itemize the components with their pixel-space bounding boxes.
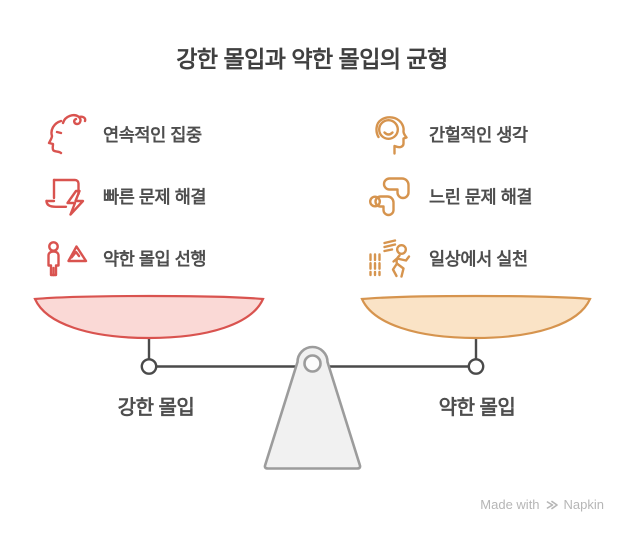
- list-item-label: 연속적인 집중: [103, 124, 202, 145]
- watermark-made-with-text: Made with: [480, 497, 540, 512]
- right-feature-list: 간헐적인 생각 느린 문제 해결: [366, 110, 533, 282]
- list-item: 일상에서 실천: [366, 234, 532, 282]
- list-item-label: 일상에서 실천: [429, 248, 528, 269]
- list-item: 연속적인 집중: [40, 110, 206, 158]
- watermark-brand-text: Napkin: [563, 497, 604, 512]
- list-item: 느린 문제 해결: [366, 172, 533, 220]
- made-with-napkin-watermark: Made with Napkin: [480, 497, 604, 512]
- list-item-label: 약한 몰입 선행: [103, 248, 207, 269]
- left-pan-label: 강한 몰입: [117, 397, 195, 419]
- head-smiley-icon: [366, 110, 414, 158]
- page-title: 강한 몰입과 약한 몰입의 균형: [176, 46, 448, 72]
- pivot-hole: [303, 354, 322, 373]
- walking-person-icon: [366, 234, 414, 282]
- right-scale-pan: [360, 294, 592, 340]
- right-beam-joint: [467, 358, 485, 375]
- left-beam-joint: [140, 358, 158, 375]
- scale-fulcrum: [263, 345, 362, 470]
- person-mountain-icon: [40, 234, 88, 282]
- laptop-lightning-icon: [40, 172, 88, 220]
- left-scale-pan: [33, 294, 265, 340]
- right-pan-label: 약한 몰입: [438, 397, 516, 419]
- focused-face-icon: [40, 110, 88, 158]
- list-item: 약한 몰입 선행: [40, 234, 207, 282]
- list-item-label: 간헐적인 생각: [429, 124, 528, 145]
- list-item: 빠른 문제 해결: [40, 172, 207, 220]
- slow-snail-icon: [366, 172, 414, 220]
- list-item-label: 느린 문제 해결: [429, 186, 533, 207]
- left-feature-list: 연속적인 집중 빠른 문제 해결: [40, 110, 207, 282]
- list-item-label: 빠른 문제 해결: [103, 186, 207, 207]
- napkin-logo-icon: [545, 498, 559, 512]
- list-item: 간헐적인 생각: [366, 110, 532, 158]
